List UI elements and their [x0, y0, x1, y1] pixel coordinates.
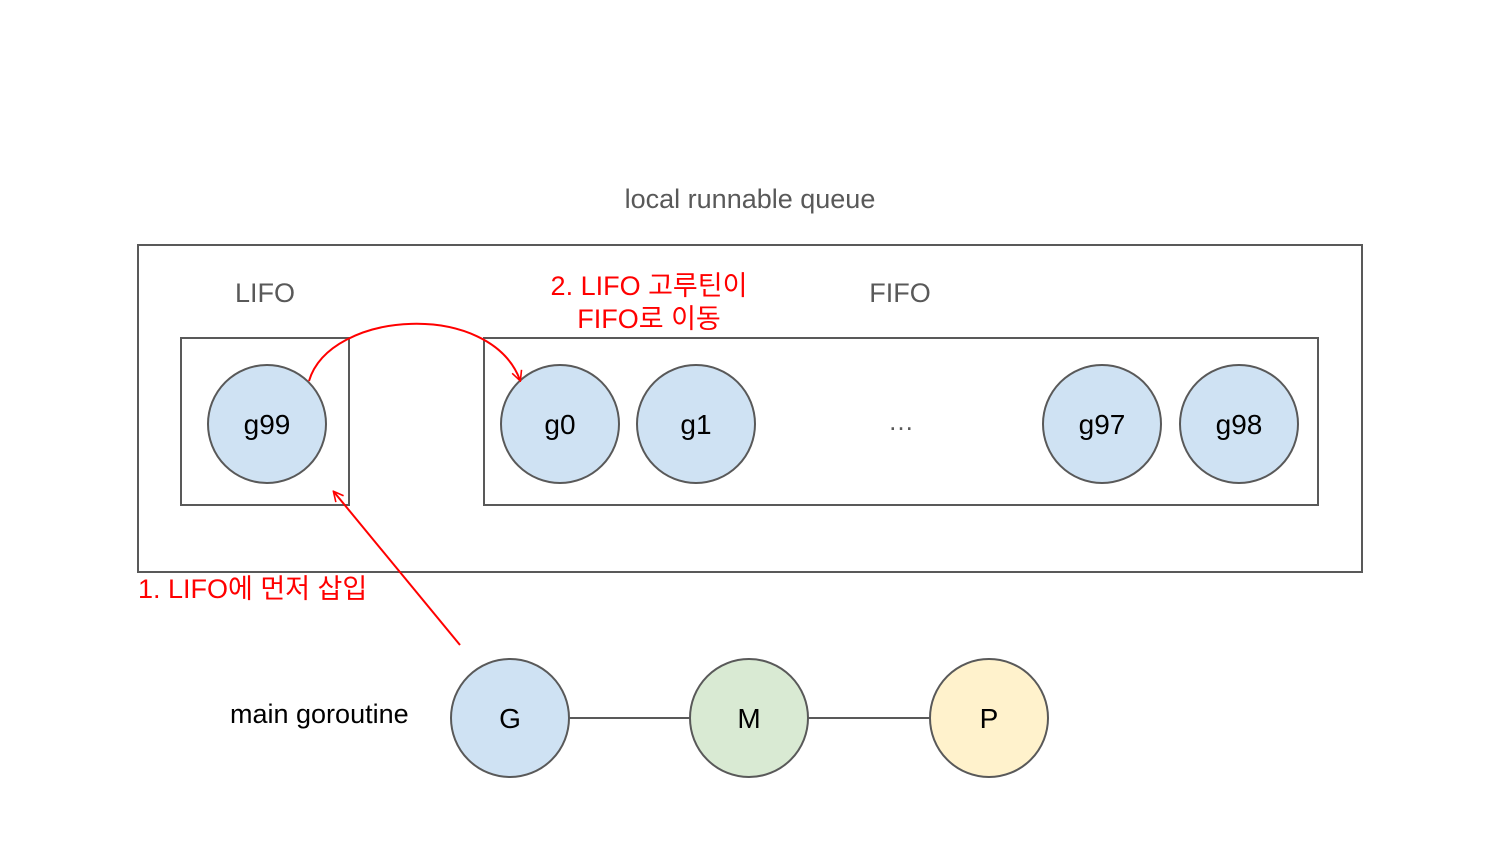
- lifo-label: LIFO: [235, 278, 295, 308]
- p-node-label: P: [980, 703, 999, 734]
- lifo-to-fifo-arrow: [308, 322, 520, 381]
- local-runnable-queue-box: [137, 244, 1363, 573]
- goroutine-node-g1: g1: [636, 364, 756, 484]
- goroutine-node-g97: g97: [1042, 364, 1162, 484]
- ellipsis: …: [888, 406, 914, 436]
- goroutine-node-g99: g99: [207, 364, 327, 484]
- goroutine-label: g1: [680, 409, 711, 440]
- goroutine-node-g0: g0: [500, 364, 620, 484]
- m-node-label: M: [737, 703, 760, 734]
- m-node: M: [689, 658, 809, 778]
- goroutine-label: g97: [1079, 409, 1126, 440]
- g-to-lifo-arrow: [334, 492, 461, 646]
- lifo-box: [180, 337, 350, 506]
- p-node: P: [929, 658, 1049, 778]
- goroutine-label: g0: [544, 409, 575, 440]
- main-goroutine-label: main goroutine: [230, 699, 409, 729]
- goroutine-label: g99: [244, 409, 291, 440]
- goroutine-node-g98: g98: [1179, 364, 1299, 484]
- g-node: G: [450, 658, 570, 778]
- g-node-label: G: [499, 703, 521, 734]
- fifo-label: FIFO: [869, 278, 931, 308]
- step2-annotation-line1: 2. LIFO 고루틴이: [551, 271, 748, 301]
- queue-title: local runnable queue: [625, 184, 876, 214]
- step2-annotation-line2: FIFO로 이동: [577, 304, 721, 334]
- goroutine-label: g98: [1216, 409, 1263, 440]
- step1-annotation: 1. LIFO에 먼저 삽입: [138, 574, 367, 604]
- fifo-box: [483, 337, 1319, 506]
